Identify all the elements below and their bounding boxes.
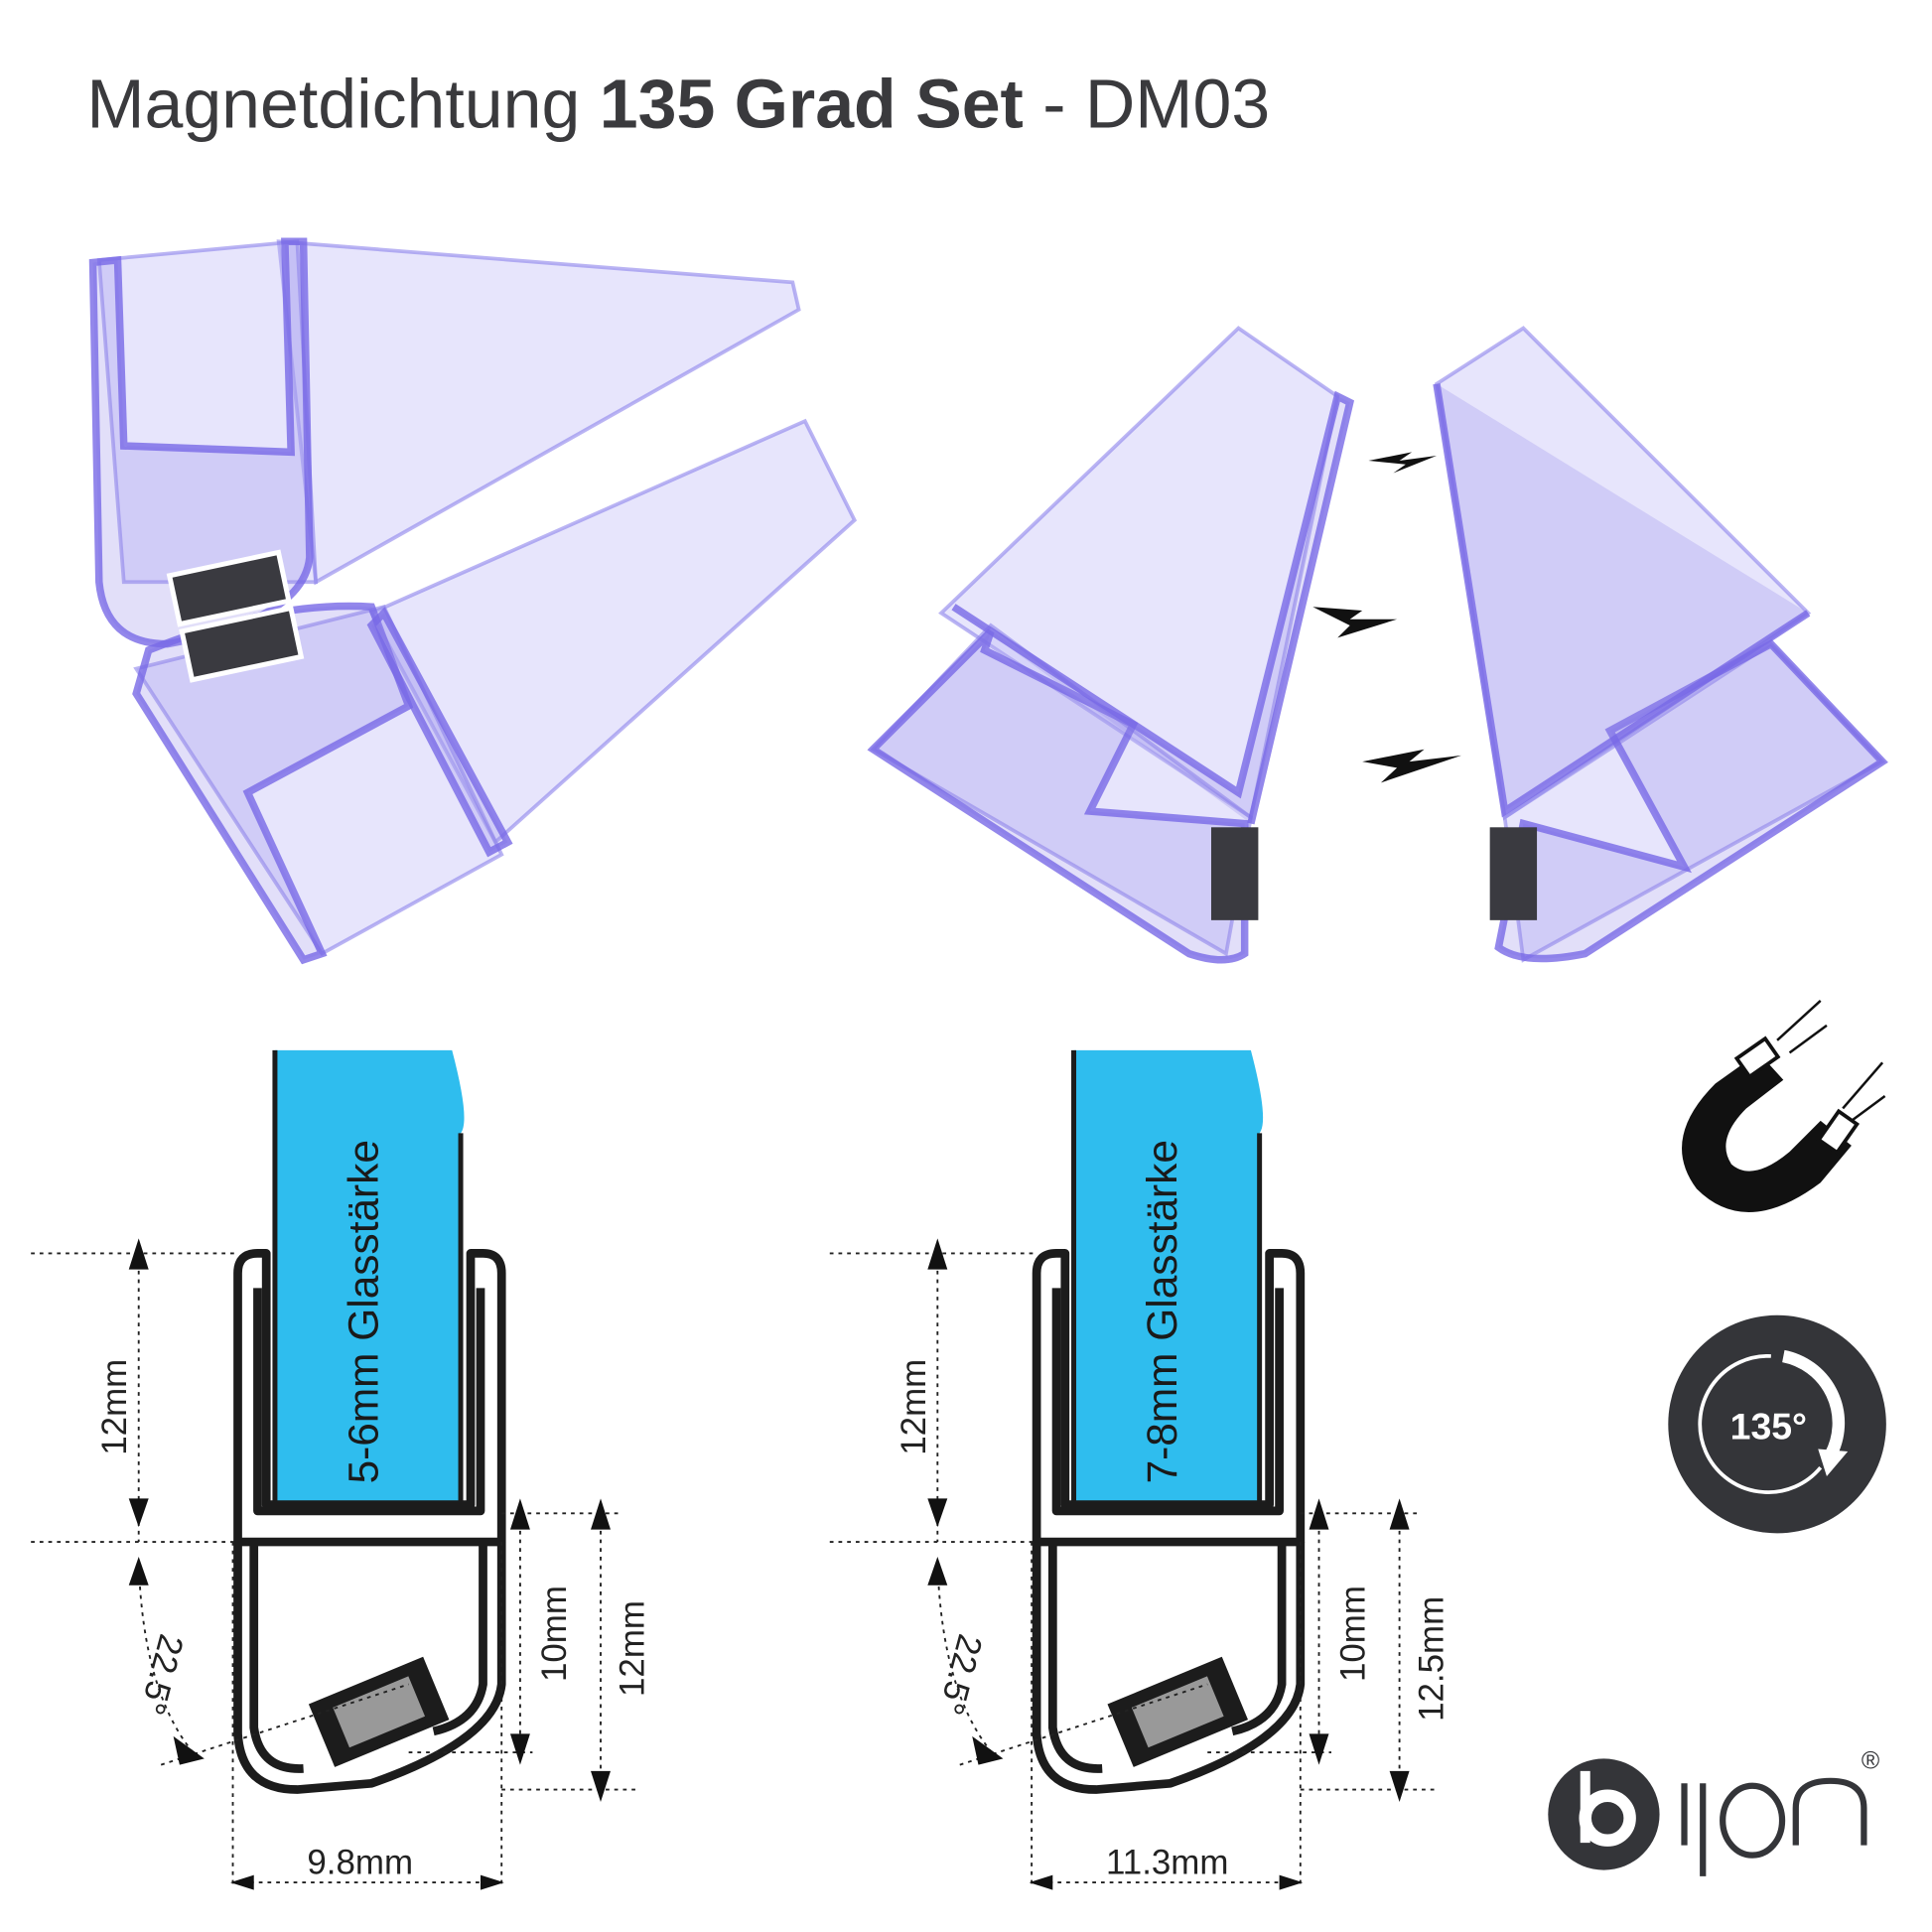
outer-height-label: 12.5mm [1412,1596,1450,1722]
registered-mark: ® [1862,1746,1879,1774]
magnet-block [308,1656,450,1767]
profile-section-left: 5-6mm Glasstärke 12mm 10mm 12mm 22.5° 9.… [31,1049,652,1890]
horseshoe-magnet-icon [1682,1000,1886,1213]
glass-panel [1073,1049,1264,1505]
inner-height-label: 10mm [1334,1586,1373,1682]
bijon-logo: ® [1548,1746,1879,1876]
lightning-icon [1368,452,1438,474]
width-label: 11.3mm [1106,1843,1229,1881]
magnet-block [1107,1656,1249,1767]
width-label: 9.8mm [307,1843,413,1881]
glass-thickness-label: 5-6mm Glasstärke [340,1140,386,1483]
magnet-icon [179,605,305,683]
glass-panel [274,1049,465,1505]
profile-body [1032,1249,1306,1547]
outer-height-label: 12mm [614,1600,652,1697]
angle-135-badge: 135° [1668,1314,1886,1534]
magnet-icon [1489,827,1538,920]
top-height-label: 12mm [95,1359,134,1455]
angle-label: 22.5° [931,1630,990,1719]
magnet-icon [166,549,292,627]
profile-section-right: 7-8mm Glasstärke 12mm 10mm 12.5mm 22.5° … [829,1049,1450,1890]
lightning-icon [1312,607,1398,638]
seal-render-joined [88,237,858,965]
angle-label: 22.5° [132,1630,191,1719]
lightning-icon [1362,749,1461,783]
glass-thickness-label: 7-8mm Glasstärke [1139,1140,1185,1483]
top-height-label: 12mm [895,1359,933,1455]
page-title: Magnetdichtung 135 Grad Set - DM03 [86,65,1270,142]
angle-badge-label: 135° [1730,1406,1807,1448]
inner-height-label: 10mm [535,1586,574,1682]
profile-body [233,1249,506,1547]
seal-render-separated [867,326,1888,964]
magnet-icon [1210,827,1259,920]
